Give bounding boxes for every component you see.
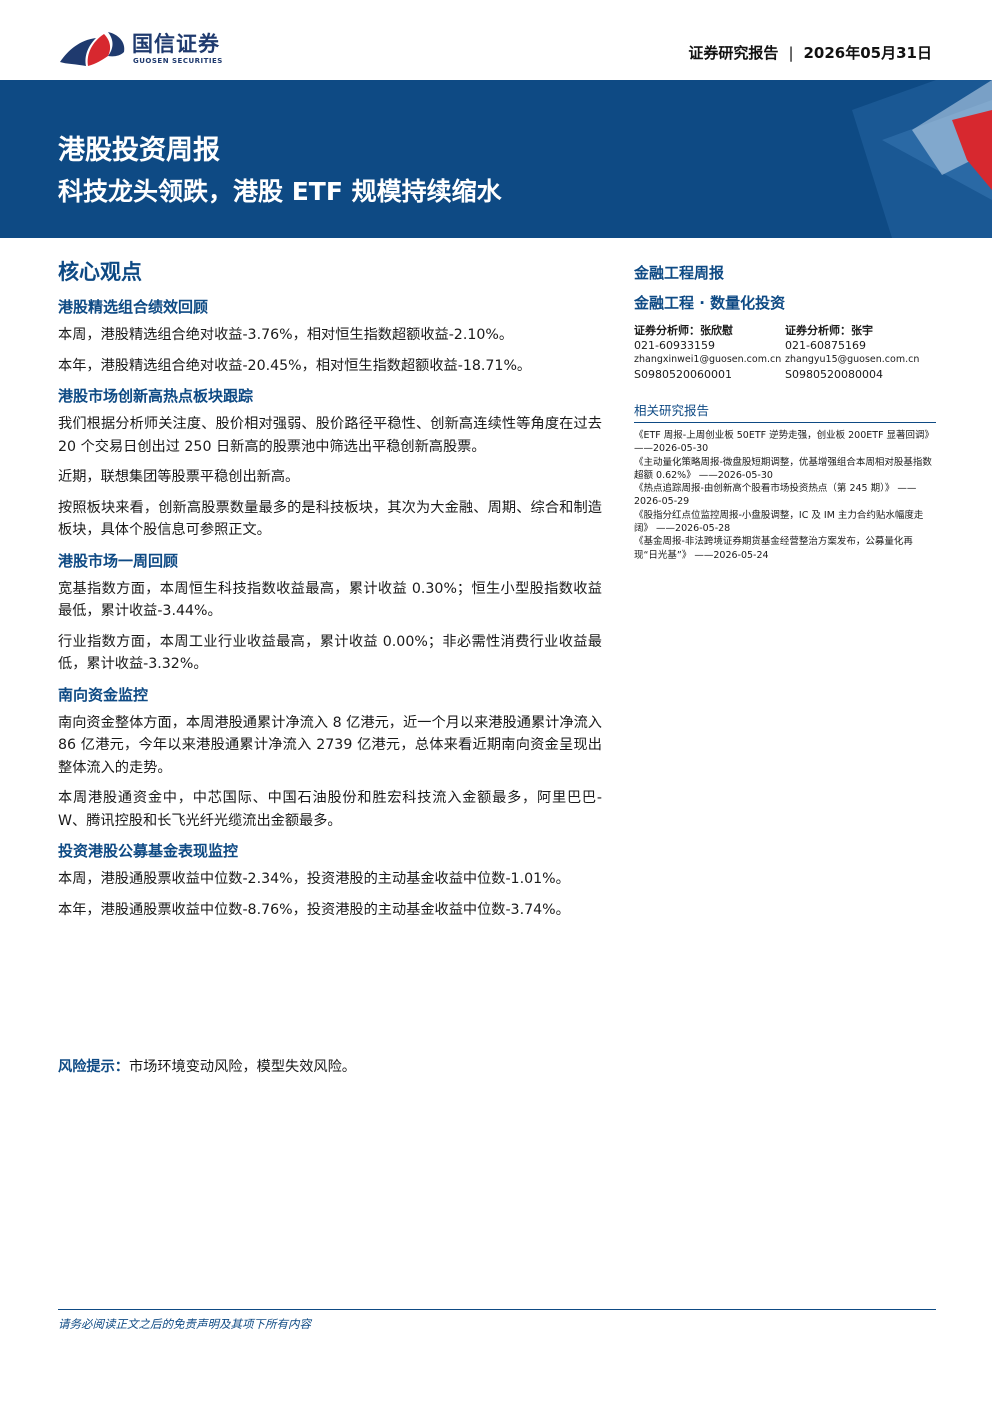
banner-decoration-icon [852, 80, 992, 238]
paragraph: 本周，港股精选组合绝对收益-3.76%，相对恒生指数超额收益-2.10%。 [58, 327, 514, 343]
paragraph: 本周，港股通股票收益中位数-2.34%，投资港股的主动基金收益中位数-1.01%… [58, 871, 570, 887]
paragraph: 本年，港股通股票收益中位数-8.76%，投资港股的主动基金收益中位数-3.74%… [58, 901, 570, 918]
report-series-title: 港股投资周报 [58, 135, 220, 166]
related-report-item[interactable]: 《热点追踪周报-由创新高个股看市场投资热点（第 245 期）》 ——2026-0… [634, 483, 917, 508]
paragraph: 本周港股通资金中，中芯国际、中国石油股份和胜宏科技流入金额最多，阿里巴巴-W、腾… [58, 790, 602, 829]
logo-text-cn: 国信证券 [132, 32, 220, 56]
section-new-high-tracking: 港股市场创新高热点板块跟踪 我们根据分析师关注度、股价相对强弱、股价路径平稳性、… [58, 385, 602, 542]
report-date: 2026年05月31日 [803, 44, 933, 62]
related-reports-list: 《ETF 周报-上周创业板 50ETF 逆势走强，创业板 200ETF 显著回调… [634, 429, 936, 562]
analyst-list: 证券分析师：张欣慰 021-60933159 zhangxinwei1@guos… [634, 324, 936, 382]
main-content: 核心观点 港股精选组合绩效回顾 本周，港股精选组合绝对收益-3.76%，相对恒生… [58, 256, 602, 929]
paragraph: 本年，港股精选组合绝对收益-20.45%，相对恒生指数超额收益-18.71%。 [58, 357, 532, 374]
section-portfolio-performance: 港股精选组合绩效回顾 本周，港股精选组合绝对收益-3.76%，相对恒生指数超额收… [58, 296, 602, 377]
meta-separator: | [788, 44, 794, 62]
core-views-title: 核心观点 [58, 260, 142, 284]
analyst-license: S0980520080004 [785, 367, 883, 381]
sidebar: 金融工程周报 金融工程 · 数量化投资 证券分析师：张欣慰 021-609331… [634, 262, 936, 562]
logo-text-en: GUOSEN SECURITIES [133, 57, 223, 65]
section-southbound-flows: 南向资金监控 南向资金整体方面，本周港股通累计净流入 8 亿港元，近一个月以来港… [58, 684, 602, 833]
risk-text: 市场环境变动风险，模型失效风险。 [128, 1059, 356, 1075]
paragraph: 行业指数方面，本周工业行业收益最高，累计收益 0.00%；非必需性消费行业收益最… [58, 633, 602, 673]
report-subcategory: 金融工程 · 数量化投资 [634, 294, 786, 312]
report-type: 证券研究报告 [688, 44, 779, 62]
analyst-card: 证券分析师：张欣慰 021-60933159 zhangxinwei1@guos… [634, 324, 785, 382]
section-title: 港股市场一周回顾 [58, 551, 179, 570]
risk-warning: 风险提示：市场环境变动风险，模型失效风险。 [58, 1056, 356, 1078]
analyst-phone: 021-60875169 [785, 338, 866, 352]
related-reports-title: 相关研究报告 [634, 400, 936, 423]
related-report-item[interactable]: 《股指分红点位监控周报-小盘股调整，IC 及 IM 主力合约贴水幅度走阔》 ——… [634, 509, 924, 535]
paragraph: 南向资金整体方面，本周港股通累计净流入 8 亿港元，近一个月以来港股通累计净流入… [58, 714, 602, 776]
analyst-name: 证券分析师：张欣慰 [634, 324, 733, 337]
related-report-item[interactable]: 《基金周报-非法跨境证券期货基金经营整治方案发布，公募量化再现“日光基”》 ——… [634, 536, 913, 561]
paragraph: 我们根据分析师关注度、股价相对强弱、股价路径平稳性、创新高连续性等角度在过去 2… [58, 416, 602, 455]
paragraph: 按照板块来看，创新高股票数量最多的是科技板块，其次为大金融、周期、综合和制造板块… [58, 499, 602, 539]
analyst-phone: 021-60933159 [634, 338, 715, 352]
report-headline: 科技龙头领跌，港股 ETF 规模持续缩水 [58, 177, 502, 206]
company-logo: 国信证券 GUOSEN SECURITIES [58, 26, 238, 70]
footer-divider [58, 1309, 936, 1310]
related-report-item[interactable]: 《主动量化策略周报-微盘股短期调整，优基增强组合本周相对股基指数超额 0.62%… [634, 456, 932, 481]
footer-disclaimer: 请务必阅读正文之后的免责声明及其项下所有内容 [58, 1317, 311, 1331]
paragraph: 宽基指数方面，本周恒生科技指数收益最高，累计收益 0.30%；恒生小型股指数收益… [58, 580, 602, 620]
section-weekly-review: 港股市场一周回顾 宽基指数方面，本周恒生科技指数收益最高，累计收益 0.30%；… [58, 550, 602, 676]
risk-label: 风险提示： [58, 1059, 129, 1075]
section-title: 投资港股公募基金表现监控 [58, 842, 239, 860]
paragraph: 近期，联想集团等股票平稳创出新高。 [58, 469, 300, 485]
related-report-item[interactable]: 《ETF 周报-上周创业板 50ETF 逆势走强，创业板 200ETF 显著回调… [634, 430, 935, 455]
analyst-license: S0980520060001 [634, 367, 732, 381]
analyst-card: 证券分析师：张宇 021-60875169 zhangyu15@guosen.c… [785, 324, 936, 382]
section-title: 港股精选组合绩效回顾 [58, 298, 209, 316]
logo-mark-icon [60, 32, 125, 66]
section-fund-monitoring: 投资港股公募基金表现监控 本周，港股通股票收益中位数-2.34%，投资港股的主动… [58, 840, 602, 921]
report-meta: 证券研究报告 | 2026年05月31日 [688, 42, 932, 63]
title-banner: 港股投资周报 科技龙头领跌，港股 ETF 规模持续缩水 [0, 80, 992, 238]
section-title: 港股市场创新高热点板块跟踪 [58, 387, 254, 405]
analyst-email[interactable]: zhangyu15@guosen.com.cn [785, 354, 920, 365]
analyst-name: 证券分析师：张宇 [785, 324, 873, 337]
report-category: 金融工程周报 [634, 264, 725, 282]
section-title: 南向资金监控 [58, 685, 149, 704]
analyst-email[interactable]: zhangxinwei1@guosen.com.cn [634, 354, 782, 365]
